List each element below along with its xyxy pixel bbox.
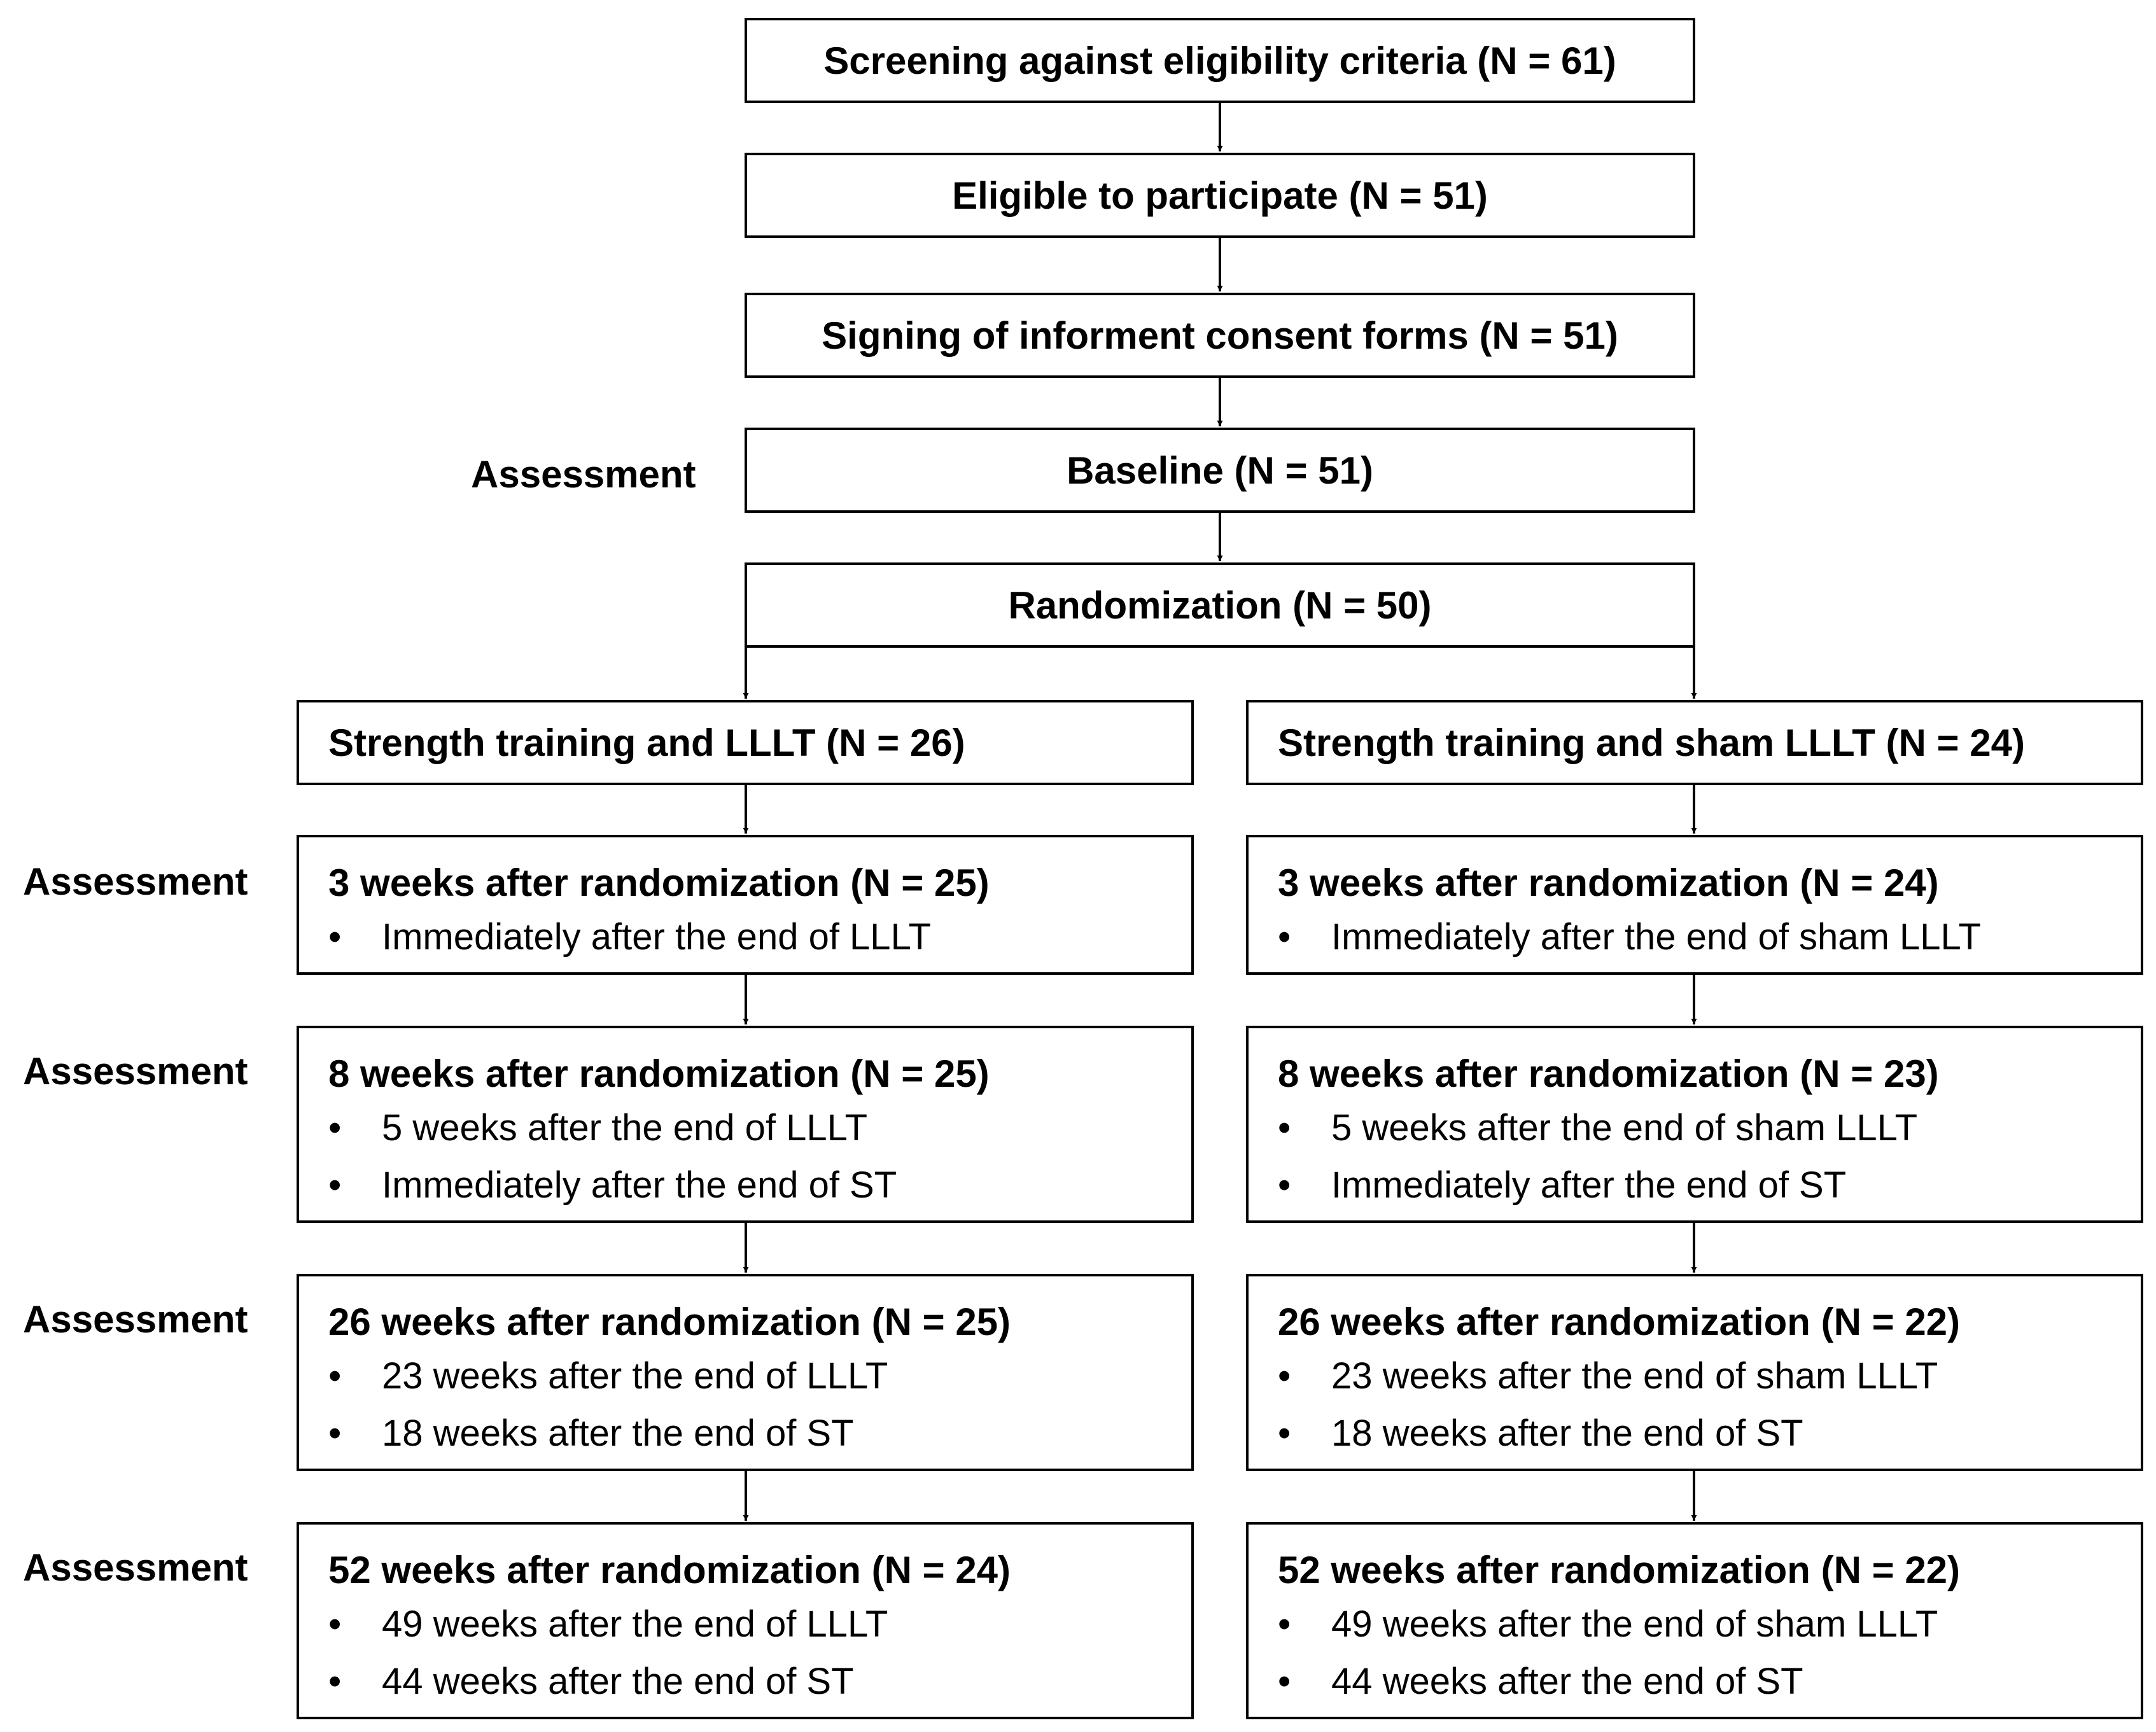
bullet-item: • Immediately after the end of LLLT <box>328 909 1179 966</box>
arrow-layer <box>743 103 1697 1521</box>
arm-lllt-box: Strength training and LLLT (N = 26) <box>297 700 1194 785</box>
lllt-3w-box: 3 weeks after randomization (N = 25) • I… <box>297 835 1194 975</box>
bullet-text: Immediately after the end of ST <box>382 1164 897 1206</box>
assessment-label-3w: Assessment <box>23 860 248 903</box>
arm-sham-lllt-box: Strength training and sham LLLT (N = 24) <box>1246 700 2143 785</box>
bullet-dot: • <box>328 1164 342 1206</box>
bullet-dot: • <box>1278 1661 1291 1702</box>
bullet-text: 23 weeks after the end of sham LLLT <box>1331 1355 1938 1397</box>
bullet-item: • 44 weeks after the end of ST <box>328 1653 1179 1710</box>
randomization-box: Randomization (N = 50) <box>745 562 1695 648</box>
stage-title: 26 weeks after randomization (N = 25) <box>328 1301 1011 1343</box>
bullet-item: • Immediately after the end of ST <box>328 1157 1179 1214</box>
bullet-item: • 49 weeks after the end of sham LLLT <box>1278 1596 2128 1653</box>
bullet-text: Immediately after the end of sham LLLT <box>1331 916 1981 958</box>
sham-3w-box: 3 weeks after randomization (N = 24) • I… <box>1246 835 2143 975</box>
lllt-8w-box: 8 weeks after randomization (N = 25) • 5… <box>297 1026 1194 1223</box>
bullet-item: • 49 weeks after the end of LLLT <box>328 1596 1179 1653</box>
bullet-item: • 5 weeks after the end of sham LLLT <box>1278 1100 2128 1157</box>
bullet-dot: • <box>1278 1413 1291 1454</box>
bullet-item: • 23 weeks after the end of LLLT <box>328 1348 1179 1405</box>
sham-8w-box: 8 weeks after randomization (N = 23) • 5… <box>1246 1026 2143 1223</box>
stage-title: 26 weeks after randomization (N = 22) <box>1278 1301 1961 1343</box>
eligible-box: Eligible to participate (N = 51) <box>745 153 1695 238</box>
bullet-dot: • <box>328 1355 342 1397</box>
bullet-dot: • <box>328 1661 342 1702</box>
baseline-box: Baseline (N = 51) <box>745 428 1695 513</box>
bullet-text: 18 weeks after the end of ST <box>382 1413 854 1454</box>
bullet-text: 5 weeks after the end of LLLT <box>382 1107 868 1149</box>
consent-box: Signing of informent consent forms (N = … <box>745 293 1695 378</box>
stage-title: 3 weeks after randomization (N = 25) <box>328 862 990 904</box>
assessment-label-baseline: Assessment <box>471 453 696 496</box>
assessment-label-52w: Assessment <box>23 1546 248 1589</box>
sham-26w-box: 26 weeks after randomization (N = 22) • … <box>1246 1274 2143 1471</box>
stage-title: 8 weeks after randomization (N = 23) <box>1278 1052 1939 1095</box>
stage-title: 8 weeks after randomization (N = 25) <box>328 1052 990 1095</box>
bullet-text: Immediately after the end of LLLT <box>382 916 931 958</box>
bullet-dot: • <box>1278 916 1291 958</box>
bullet-text: 5 weeks after the end of sham LLLT <box>1331 1107 1918 1149</box>
bullet-dot: • <box>1278 1107 1291 1149</box>
bullet-dot: • <box>328 1413 342 1454</box>
bullet-item: • Immediately after the end of sham LLLT <box>1278 909 2128 966</box>
bullet-text: 49 weeks after the end of sham LLLT <box>1331 1603 1938 1645</box>
bullet-item: • 44 weeks after the end of ST <box>1278 1653 2128 1710</box>
bullet-item: • 23 weeks after the end of sham LLLT <box>1278 1348 2128 1405</box>
bullet-dot: • <box>1278 1164 1291 1206</box>
lllt-26w-box: 26 weeks after randomization (N = 25) • … <box>297 1274 1194 1471</box>
bullet-text: 44 weeks after the end of ST <box>382 1661 854 1702</box>
bullet-dot: • <box>1278 1603 1291 1645</box>
bullet-dot: • <box>328 1603 342 1645</box>
bullet-item: • Immediately after the end of ST <box>1278 1157 2128 1214</box>
assessment-label-26w: Assessment <box>23 1298 248 1341</box>
bullet-text: 49 weeks after the end of LLLT <box>382 1603 888 1645</box>
bullet-item: • 18 weeks after the end of ST <box>1278 1405 2128 1462</box>
assessment-label-8w: Assessment <box>23 1050 248 1093</box>
bullet-dot: • <box>1278 1355 1291 1397</box>
sham-52w-box: 52 weeks after randomization (N = 22) • … <box>1246 1522 2143 1719</box>
bullet-text: 23 weeks after the end of LLLT <box>382 1355 888 1397</box>
stage-title: 52 weeks after randomization (N = 22) <box>1278 1549 1961 1591</box>
bullet-dot: • <box>328 1107 342 1149</box>
stage-title: 3 weeks after randomization (N = 24) <box>1278 862 1939 904</box>
bullet-dot: • <box>328 916 342 958</box>
screening-box: Screening against eligibility criteria (… <box>745 18 1695 103</box>
lllt-52w-box: 52 weeks after randomization (N = 24) • … <box>297 1522 1194 1719</box>
bullet-item: • 5 weeks after the end of LLLT <box>328 1100 1179 1157</box>
stage-title: 52 weeks after randomization (N = 24) <box>328 1549 1011 1591</box>
bullet-item: • 18 weeks after the end of ST <box>328 1405 1179 1462</box>
bullet-text: Immediately after the end of ST <box>1331 1164 1847 1206</box>
bullet-text: 44 weeks after the end of ST <box>1331 1661 1803 1702</box>
bullet-text: 18 weeks after the end of ST <box>1331 1413 1803 1454</box>
